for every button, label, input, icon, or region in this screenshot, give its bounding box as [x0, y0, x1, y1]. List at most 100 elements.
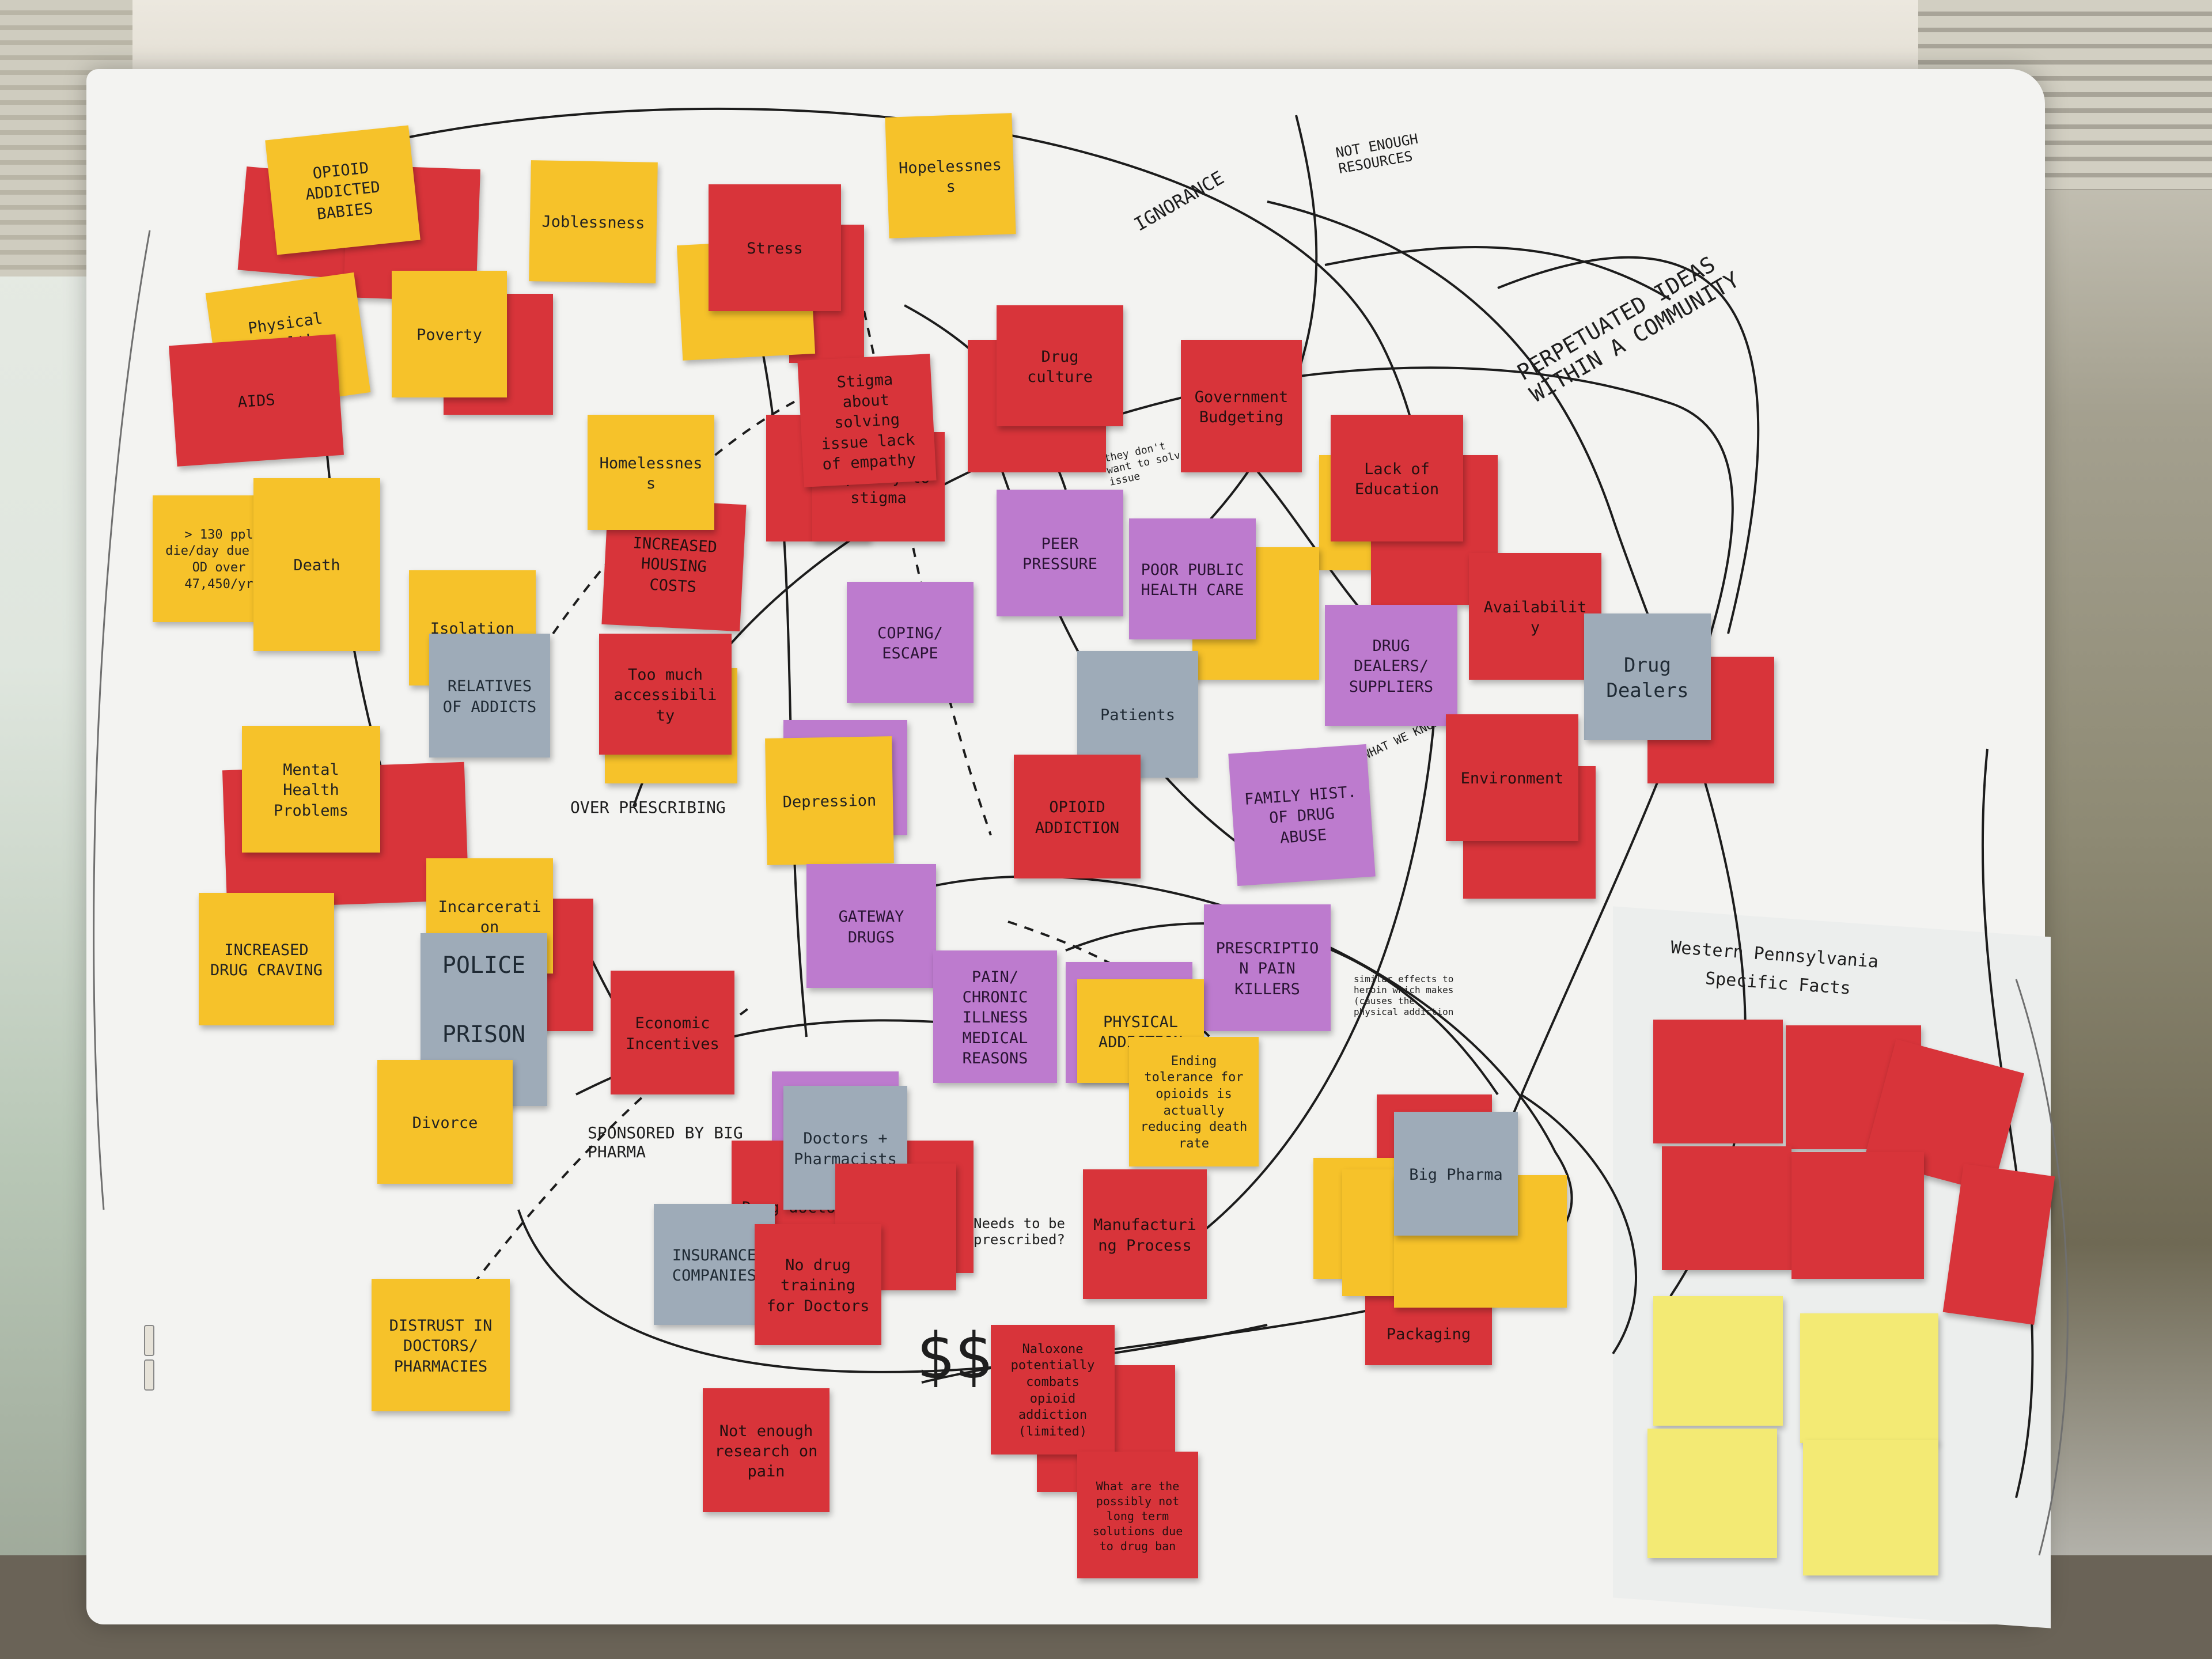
note-text: Drug culture	[1027, 347, 1093, 386]
sticky-note-drug-dealers-suppliers: DRUG DEALERS/ SUPPLIERS	[1325, 605, 1457, 726]
sticky-note-peer-pressure: PEER PRESSURE	[997, 490, 1123, 616]
sticky-note-opioid-addiction: OPIOID ADDICTION	[1014, 755, 1141, 878]
note-text: POOR PUBLIC HEALTH CARE	[1141, 560, 1244, 599]
sticky-note-increased-craving: INCREASED DRUG CRAVING	[199, 893, 334, 1025]
sticky-note-fact	[1653, 1020, 1783, 1143]
sticky-note-poor-public-health: POOR PUBLIC HEALTH CARE	[1129, 518, 1256, 639]
binder-clip	[144, 1359, 154, 1391]
note-text: Naloxone potentially combats opioid addi…	[1010, 1342, 1095, 1439]
sticky-note-pain-chronic: PAIN/ CHRONIC ILLNESS MEDICAL REASONS	[933, 950, 1057, 1083]
note-text: GATEWAY DRUGS	[838, 908, 904, 946]
sticky-note-coping-escape: COPING/ ESCAPE	[847, 582, 974, 703]
sticky-note-big-pharma: Big Pharma	[1394, 1112, 1518, 1236]
note-text: PAIN/ CHRONIC ILLNESS MEDICAL REASONS	[962, 968, 1028, 1067]
note-text: Incarceration	[438, 897, 541, 936]
note-text: Stigma about solving issue lack of empat…	[820, 370, 916, 474]
note-text: OPIOID ADDICTED BABIES	[304, 159, 381, 224]
note-text: > 130 ppl die/day due to OD over 47,450/…	[165, 527, 272, 592]
note-text: INCREASED DRUG CRAVING	[210, 941, 323, 979]
note-text: Environment	[1460, 770, 1564, 788]
sticky-note-too-much-access: Too much accessibility	[599, 634, 732, 755]
sticky-note-family-history: FAMILY HIST. OF DRUG ABUSE	[1228, 744, 1376, 887]
sticky-note-death: Death	[253, 478, 380, 651]
sticky-note-environment: Environment	[1446, 714, 1578, 841]
note-text: Big Pharma	[1409, 1165, 1503, 1184]
sticky-note-availability: Availability	[1469, 553, 1601, 680]
note-text: Manufacturing Process	[1093, 1216, 1196, 1255]
note-text: Hopelessness	[898, 156, 1002, 196]
sticky-note-poverty: Poverty	[392, 271, 507, 397]
note-text: Poverty	[416, 326, 482, 344]
sticky-note-no-drug-training: No drug training for Doctors	[755, 1224, 881, 1345]
note-text: Death	[293, 556, 340, 575]
note-text: AIDS	[237, 391, 276, 412]
sticky-note-divorce: Divorce	[377, 1060, 513, 1184]
sticky-note-fact	[1803, 1440, 1938, 1575]
label-similar-effects: similar effects to heroin which makes (c…	[1354, 974, 1454, 1017]
sticky-note-police-prison: POLICE PRISON	[421, 933, 547, 1106]
note-text: What are the possibly not long term solu…	[1092, 1479, 1183, 1553]
sticky-note-joblessness: Joblessness	[529, 160, 658, 283]
sticky-note-drug-dealers: Drug Dealers	[1584, 613, 1711, 740]
note-text: Depression	[782, 792, 877, 812]
label-over-prescribing: OVER PRESCRIBING	[570, 798, 726, 817]
sticky-note-stress: Stress	[709, 184, 841, 311]
note-text: Government Budgeting	[1194, 388, 1289, 426]
note-text: Ending tolerance for opioids is actually…	[1140, 1054, 1248, 1151]
sticky-note-stigma: Stigma about solving issue lack of empat…	[797, 354, 937, 487]
sticky-note-mental-health: Mental Health Problems	[242, 726, 380, 853]
note-text: No drug training for Doctors	[766, 1256, 870, 1315]
police-text: POLICE	[442, 952, 526, 979]
sticky-note-relatives: RELATIVES OF ADDICTS	[429, 634, 550, 757]
sticky-note-distrust: DISTRUST IN DOCTORS/ PHARMACIES	[372, 1279, 510, 1411]
note-text: COPING/ ESCAPE	[877, 624, 943, 662]
sticky-note-aids: AIDS	[169, 334, 344, 467]
sticky-note-homelessness: Homelessness	[588, 415, 714, 530]
sticky-note-ending-tolerance: Ending tolerance for opioids is actually…	[1129, 1037, 1259, 1166]
prison-text: PRISON	[442, 1021, 526, 1048]
sticky-note-drug-culture: Drug culture	[997, 305, 1123, 426]
note-text: OPIOID ADDICTION	[1035, 798, 1120, 837]
sticky-note-fact	[1662, 1146, 1791, 1270]
sticky-note-fact	[1653, 1296, 1783, 1426]
sticky-note-opioid-babies: OPIOID ADDICTED BABIES	[265, 125, 421, 255]
sticky-note-depression: Depression	[765, 736, 894, 865]
sticky-note-prescription-pain: PRESCRIPTION PAIN KILLERS	[1204, 904, 1331, 1031]
note-text: DRUG DEALERS/ SUPPLIERS	[1349, 637, 1434, 696]
note-text: FAMILY HIST. OF DRUG ABUSE	[1244, 783, 1358, 847]
sticky-note-fact	[1791, 1152, 1924, 1279]
sticky-note-government-budgeting: Government Budgeting	[1181, 340, 1302, 472]
sticky-note-fact	[1800, 1313, 1938, 1443]
note-text: INCREASED HOUSING COSTS	[632, 534, 718, 596]
note-text: Joblessness	[541, 213, 645, 233]
sticky-note-long-term: What are the possibly not long term solu…	[1077, 1452, 1198, 1578]
sticky-note-fact	[1647, 1429, 1777, 1558]
note-text: RELATIVES OF ADDICTS	[442, 677, 537, 716]
note-text: Drug Dealers	[1606, 653, 1689, 702]
note-text: PRESCRIPTION PAIN KILLERS	[1215, 940, 1319, 998]
binder-clip	[144, 1325, 154, 1356]
note-text: Mental Health Problems	[273, 761, 349, 820]
sticky-note-hopelessness: Hopelessness	[885, 113, 1016, 238]
label-sponsored-big-pharma: SPONSORED BY BIG PHARMA	[588, 1123, 743, 1161]
sticky-note-lack-education: Lack of Education	[1331, 415, 1463, 541]
note-text: Homelessness	[599, 454, 703, 493]
sticky-note-manufacturing: Manufacturing Process	[1083, 1169, 1207, 1299]
label-needs-prescribed: Needs to be prescribed?	[974, 1215, 1065, 1248]
note-text: Packaging	[1386, 1325, 1471, 1344]
note-text: Patients	[1100, 706, 1176, 725]
note-text: INSURANCE COMPANIES	[672, 1246, 757, 1285]
note-text: PEER PRESSURE	[1022, 535, 1098, 573]
note-text: Too much accessibility	[613, 666, 717, 725]
note-text: Stress	[747, 240, 803, 258]
note-text: Divorce	[412, 1113, 478, 1132]
sticky-note-not-enough-research: Not enough research on pain	[703, 1388, 830, 1512]
note-text: DISTRUST IN DOCTORS/ PHARMACIES	[389, 1317, 493, 1376]
sticky-note-economic-incentives: Economic Incentives	[611, 971, 734, 1094]
note-text: Not enough research on pain	[714, 1422, 818, 1481]
note-text: Lack of Education	[1354, 460, 1440, 498]
note-text: Economic Incentives	[626, 1014, 719, 1053]
label-dollars: $$	[916, 1319, 993, 1393]
sticky-note-naloxone: Naloxone potentially combats opioid addi…	[991, 1325, 1115, 1455]
